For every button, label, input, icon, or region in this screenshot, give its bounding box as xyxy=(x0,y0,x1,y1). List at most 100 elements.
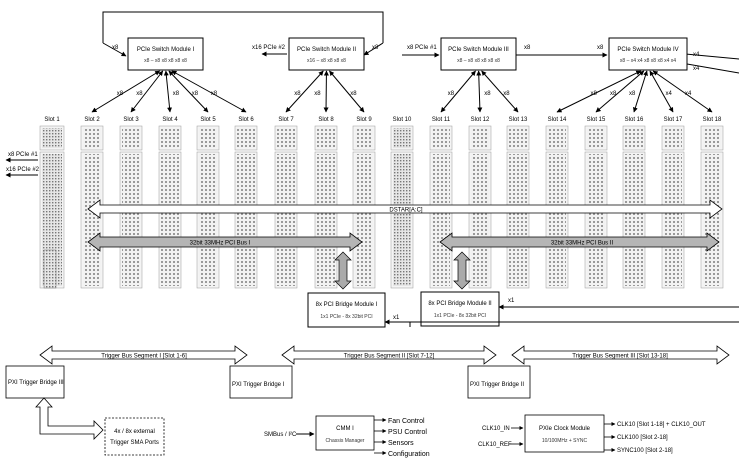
slot-pins-top xyxy=(355,128,373,148)
slot-label: Slot 5 xyxy=(200,117,216,123)
pci-bus-1: 32bit 33MHz PCI Bus I xyxy=(87,232,363,252)
link-width-label: x8 xyxy=(484,91,491,97)
slot-pins xyxy=(317,154,335,286)
cmm-title: CMM I xyxy=(336,426,354,432)
slot-18: Slot 18 xyxy=(700,117,724,289)
slot-pins-top xyxy=(393,128,411,148)
slot-link xyxy=(595,70,645,113)
slot-pins-top xyxy=(432,128,450,148)
chassis-manager: SMBus / I²C CMM I Chassis Manager Fan Co… xyxy=(264,415,430,458)
cmm-output-psu: PSU Control xyxy=(388,429,427,436)
m2-upstream-label: x16 PCIe #2 xyxy=(252,45,286,51)
slot-pins xyxy=(703,154,721,286)
slot-9: Slot 9 xyxy=(352,117,376,289)
cmm-input-label: SMBus / I²C xyxy=(264,432,297,438)
switch-module-subtitle: x16 – x8 x8 x8 x8 xyxy=(307,58,346,64)
link-width-label: x8 xyxy=(211,91,218,97)
slot-pins-top xyxy=(664,128,682,148)
bridge-subtitle: 1x1 PCIe - 8x 32bit PCI xyxy=(434,313,486,319)
slot-16: Slot 16 xyxy=(622,117,646,289)
slot-7: Slot 7 xyxy=(274,117,298,289)
clock-output-clk10: CLK10 [Slot 1-18] + CLK10_OUT xyxy=(617,422,706,428)
clock-subtitle: 10/100MHz + SYNC xyxy=(542,438,588,444)
cmm-subtitle: Chassis Manager xyxy=(326,438,365,444)
clock-input-1: CLK10_IN xyxy=(482,426,510,432)
slot-pins xyxy=(277,154,295,286)
link-width-label: x8 xyxy=(117,91,124,97)
cmm-output-sensors: Sensors xyxy=(388,440,414,447)
switch-module-subtitle: x8 – x8 x8 x8 x8 x8 xyxy=(144,58,187,64)
link-width-label: x8 xyxy=(503,91,510,97)
slot-label: Slot 1 xyxy=(44,117,60,123)
slot-label: Slot 4 xyxy=(162,117,178,123)
slot-pins xyxy=(83,154,101,286)
slot-4: Slot 4 xyxy=(158,117,182,289)
slot-pins-top xyxy=(83,128,101,148)
clock-output-sync100: SYNC100 [Slot 2-18] xyxy=(617,448,673,454)
slot-pins-top xyxy=(122,128,140,148)
trigger-segment-1: Trigger Bus Segment I [Slot 1-6] xyxy=(39,345,248,365)
slot-3: Slot 3 xyxy=(119,117,143,289)
ring-m1-label: x8 xyxy=(112,45,119,51)
switch-module-1: PCIe Switch Module I x8 – x8 x8 x8 x8 x8 xyxy=(127,37,204,71)
m4-left-label: x8 xyxy=(597,45,604,51)
slot-pins-top xyxy=(703,128,721,148)
slot-15: Slot 15 xyxy=(584,117,608,289)
slot-pins xyxy=(664,154,682,286)
slot-label: Slot 9 xyxy=(356,117,372,123)
link-width-label: x8 xyxy=(192,91,199,97)
slot-label: Slot 15 xyxy=(587,117,606,123)
slot-pins xyxy=(199,154,217,286)
slot-link xyxy=(130,70,164,113)
trigger-segment-1-label: Trigger Bus Segment I [Slot 1-6] xyxy=(101,354,187,360)
slot-pins xyxy=(471,154,489,286)
switch-ring-link: x8 x8 xyxy=(102,11,384,57)
slot-pins-top xyxy=(625,128,643,148)
link-width-label: x8 xyxy=(448,91,455,97)
slot-label: Slot 18 xyxy=(703,117,722,123)
dstar-bus: DSTAR[A:C] xyxy=(87,199,723,219)
slot-pins-top xyxy=(277,128,295,148)
pci-bridge-module-2: 8x PCI Bridge Module II 1x1 PCIe - 8x 32… xyxy=(420,291,500,327)
slot-label: Slot 17 xyxy=(664,117,683,123)
slot-label: Slot 16 xyxy=(625,117,644,123)
slot-12: Slot 12 xyxy=(468,117,492,289)
switch-module-3: PCIe Switch Module III x8 – x8 x8 x8 x8 … xyxy=(440,37,517,71)
sma-link xyxy=(35,397,104,440)
slot-pins xyxy=(122,154,140,286)
link-width-label: x8 xyxy=(173,91,180,97)
slot-pins xyxy=(509,154,527,286)
slot-pins-top xyxy=(317,128,335,148)
bridge-subtitle: 1x1 PCIe - 8x 32bit PCI xyxy=(320,314,372,320)
slot-10: Slot 10 xyxy=(390,117,414,289)
pci-bridge-module-1: 8x PCI Bridge Module I 1x1 PCIe - 8x 32b… xyxy=(307,292,386,328)
switch-module-title: PCIe Switch Module IV xyxy=(617,47,678,53)
ring-m2-label: x8 xyxy=(372,45,379,51)
clock-title: PXIe Clock Module xyxy=(539,426,591,432)
slot-pins-top xyxy=(548,128,566,148)
slot-label: Slot 2 xyxy=(84,117,100,123)
slot-pins-top xyxy=(161,128,179,148)
clock-input-2: CLK10_REF xyxy=(478,442,512,448)
slot-pins xyxy=(355,154,373,286)
trigger-segment-3-label: Trigger Bus Segment III [Slot 13-18] xyxy=(572,354,668,360)
slot-pins-top xyxy=(471,128,489,148)
slot-label: Slot 7 xyxy=(278,117,294,123)
slot-link xyxy=(440,70,476,113)
slot-8: Slot 8 xyxy=(314,117,338,289)
slot-pins xyxy=(548,154,566,286)
slot-pins xyxy=(161,154,179,286)
slot-pins xyxy=(393,154,411,286)
bridge-2-link-label: x1 xyxy=(508,298,515,304)
slot-pins xyxy=(432,154,450,286)
trigger-bridge-2: PXI Trigger Bridge II xyxy=(467,365,531,399)
trigger-bridge-3: PXI Trigger Bridge III xyxy=(5,365,65,399)
slot-pins-top xyxy=(509,128,527,148)
pci-bus-2-label: 32bit 33MHz PCI Bus II xyxy=(551,241,614,247)
slot-5: Slot 5 xyxy=(196,117,220,289)
bus-to-bridge-2 xyxy=(453,251,471,290)
switch-module-title: PCIe Switch Module I xyxy=(137,47,195,53)
link-width-label: x8 xyxy=(350,91,357,97)
